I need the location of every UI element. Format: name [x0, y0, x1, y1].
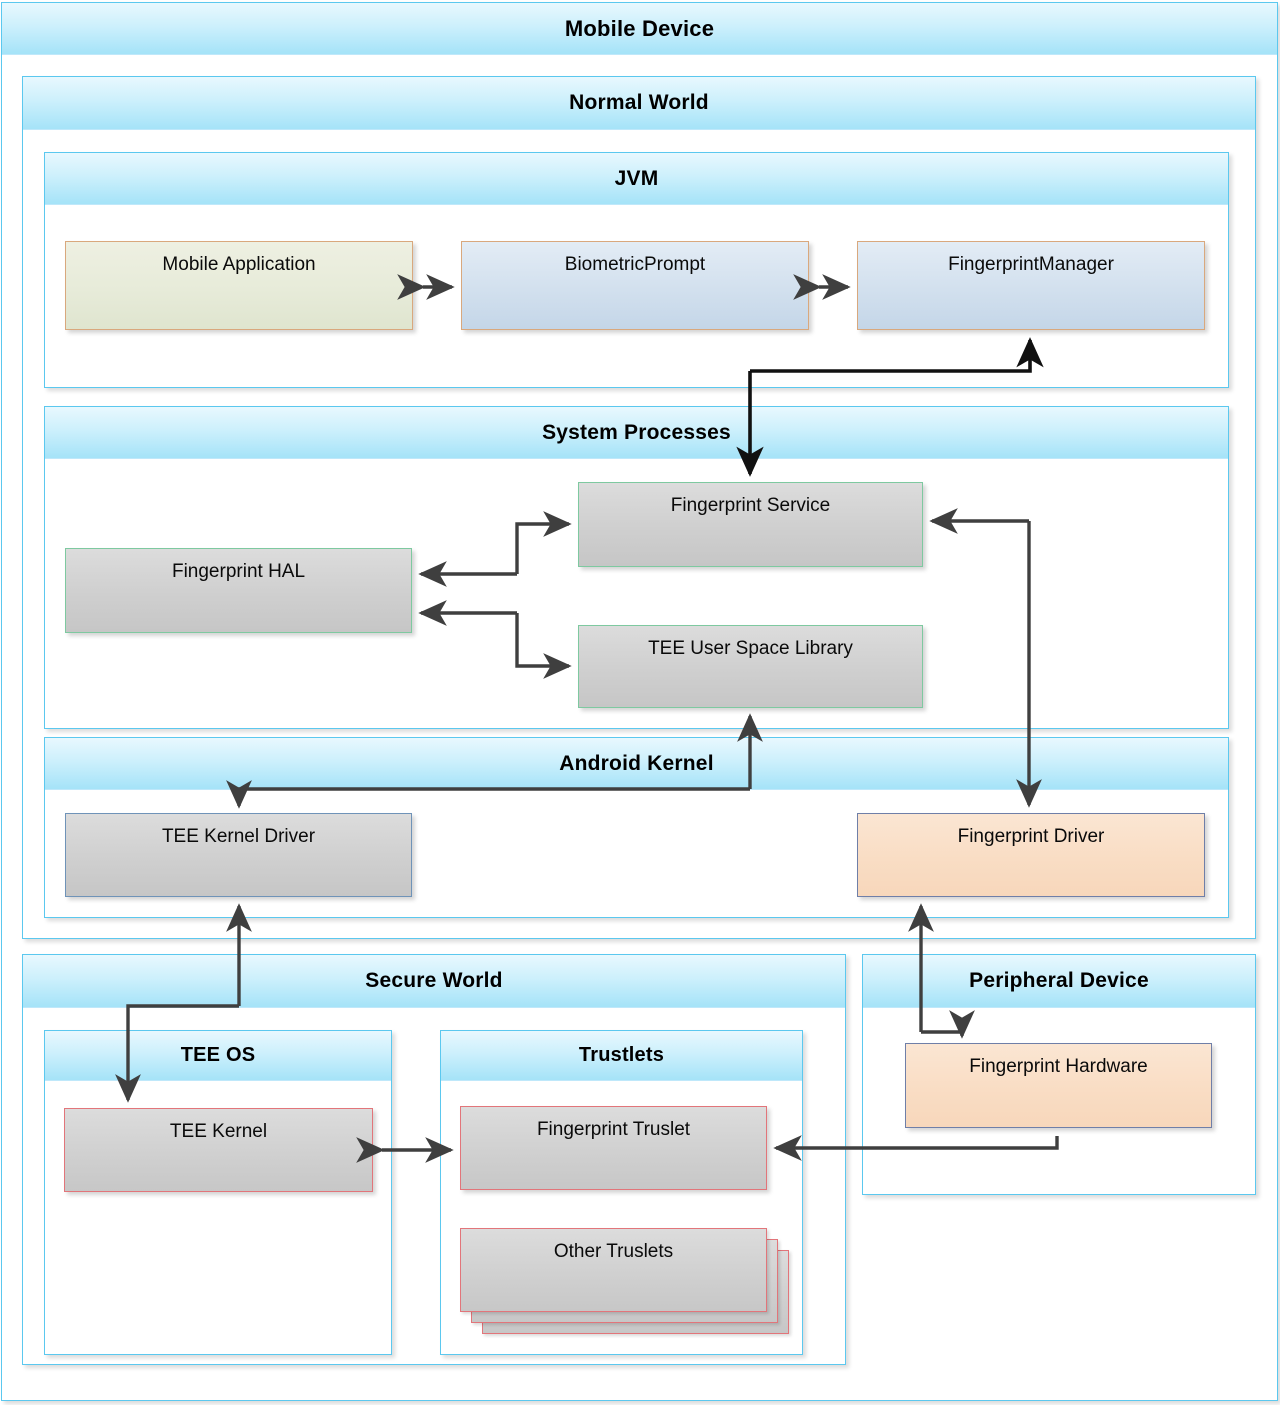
node-biometric-prompt[interactable]: BiometricPrompt	[461, 241, 809, 330]
node-fingerprint-service[interactable]: Fingerprint Service	[578, 482, 923, 567]
node-fingerprint-manager[interactable]: FingerprintManager	[857, 241, 1205, 330]
node-fingerprint-hardware[interactable]: Fingerprint Hardware	[905, 1043, 1212, 1128]
node-fingerprint-driver[interactable]: Fingerprint Driver	[857, 813, 1205, 897]
group-title-mobile-device: Mobile Device	[2, 3, 1277, 55]
group-title-android-kernel: Android Kernel	[45, 738, 1228, 790]
node-fingerprint-hal[interactable]: Fingerprint HAL	[65, 548, 412, 633]
group-title-tee-os: TEE OS	[45, 1031, 391, 1081]
node-other-truslets-stack[interactable]: Other Truslets	[460, 1228, 790, 1336]
node-other-truslets[interactable]: Other Truslets	[460, 1228, 767, 1312]
group-tee-os: TEE OS	[44, 1030, 392, 1355]
group-title-secure-world: Secure World	[23, 955, 845, 1008]
node-tee-kernel[interactable]: TEE Kernel	[64, 1108, 373, 1192]
node-fingerprint-truslet[interactable]: Fingerprint Truslet	[460, 1106, 767, 1190]
node-tee-user-space-library[interactable]: TEE User Space Library	[578, 625, 923, 708]
group-title-normal-world: Normal World	[23, 77, 1255, 130]
group-title-trustlets: Trustlets	[441, 1031, 802, 1081]
node-mobile-application[interactable]: Mobile Application	[65, 241, 413, 330]
group-title-system-processes: System Processes	[45, 407, 1228, 459]
group-title-peripheral-device: Peripheral Device	[863, 955, 1255, 1008]
group-title-jvm: JVM	[45, 153, 1228, 205]
node-tee-kernel-driver[interactable]: TEE Kernel Driver	[65, 813, 412, 897]
